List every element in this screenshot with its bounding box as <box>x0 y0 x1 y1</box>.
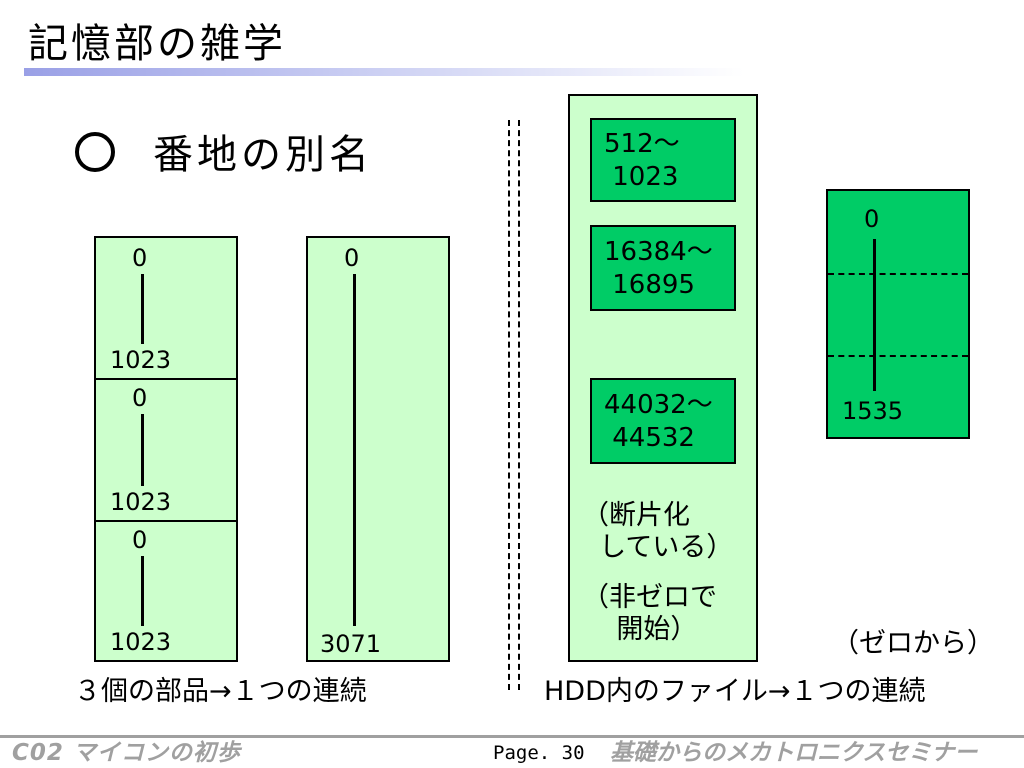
continuous-column: 0 3071 <box>306 236 450 662</box>
fragment-2-range: 16384～ 16895 <box>604 237 713 300</box>
part-3-end: 1023 <box>110 628 172 656</box>
fragment-block-2: 16384～ 16895 <box>590 225 736 311</box>
note-zero-start: （ゼロから） <box>832 628 994 659</box>
circle-bullet-icon <box>75 132 115 172</box>
part-1-end: 1023 <box>110 346 172 374</box>
footer-rule <box>0 735 1024 738</box>
divider-dashed-line <box>518 120 520 690</box>
continuous-range-line <box>353 274 356 626</box>
part-1-range-line <box>141 274 144 344</box>
file-start: 0 <box>864 205 880 233</box>
file-column: 0 1535 <box>826 189 970 439</box>
part-3-range-line <box>141 556 144 626</box>
file-dashed-separator <box>828 355 968 357</box>
part-2-range-line <box>141 414 144 486</box>
parts-column: 0 1023 0 1023 0 1023 <box>94 236 238 662</box>
right-caption: HDD内のファイル→１つの連続 <box>544 676 926 707</box>
fragment-block-1: 512～ 1023 <box>590 118 736 202</box>
slide-title: 記憶部の雑学 <box>28 21 286 67</box>
continuous-start: 0 <box>344 244 360 272</box>
hdd-column: 512～ 1023 16384～ 16895 44032～ 44532 （断片化… <box>568 94 758 662</box>
part-divider <box>96 378 236 380</box>
note-nonzero-start: （非ゼロで 開始） <box>582 582 717 645</box>
fragment-block-3: 44032～ 44532 <box>590 378 736 464</box>
fragment-1-range: 512～ 1023 <box>604 129 680 192</box>
footer-seminar-title: 基礎からのメカトロニクスセミナー <box>610 740 978 766</box>
subtitle: 番地の別名 <box>75 128 373 182</box>
part-1-start: 0 <box>132 244 148 272</box>
page-number: Page. 30 <box>493 742 585 764</box>
footer-course-title: C02 マイコンの初歩 <box>12 740 241 766</box>
left-caption: ３個の部品→１つの連続 <box>74 676 367 707</box>
file-end: 1535 <box>842 397 904 425</box>
part-2-start: 0 <box>132 384 148 412</box>
file-dashed-separator <box>828 273 968 275</box>
part-2-end: 1023 <box>110 488 172 516</box>
continuous-end: 3071 <box>320 630 382 658</box>
subtitle-text: 番地の別名 <box>153 132 373 178</box>
file-range-line <box>873 239 876 391</box>
note-fragmented: （断片化 している） <box>582 500 734 563</box>
fragment-3-range: 44032～ 44532 <box>604 390 713 453</box>
divider-dashed-line <box>508 120 510 690</box>
part-3-start: 0 <box>132 526 148 554</box>
part-divider <box>96 520 236 522</box>
title-underline <box>24 68 744 76</box>
